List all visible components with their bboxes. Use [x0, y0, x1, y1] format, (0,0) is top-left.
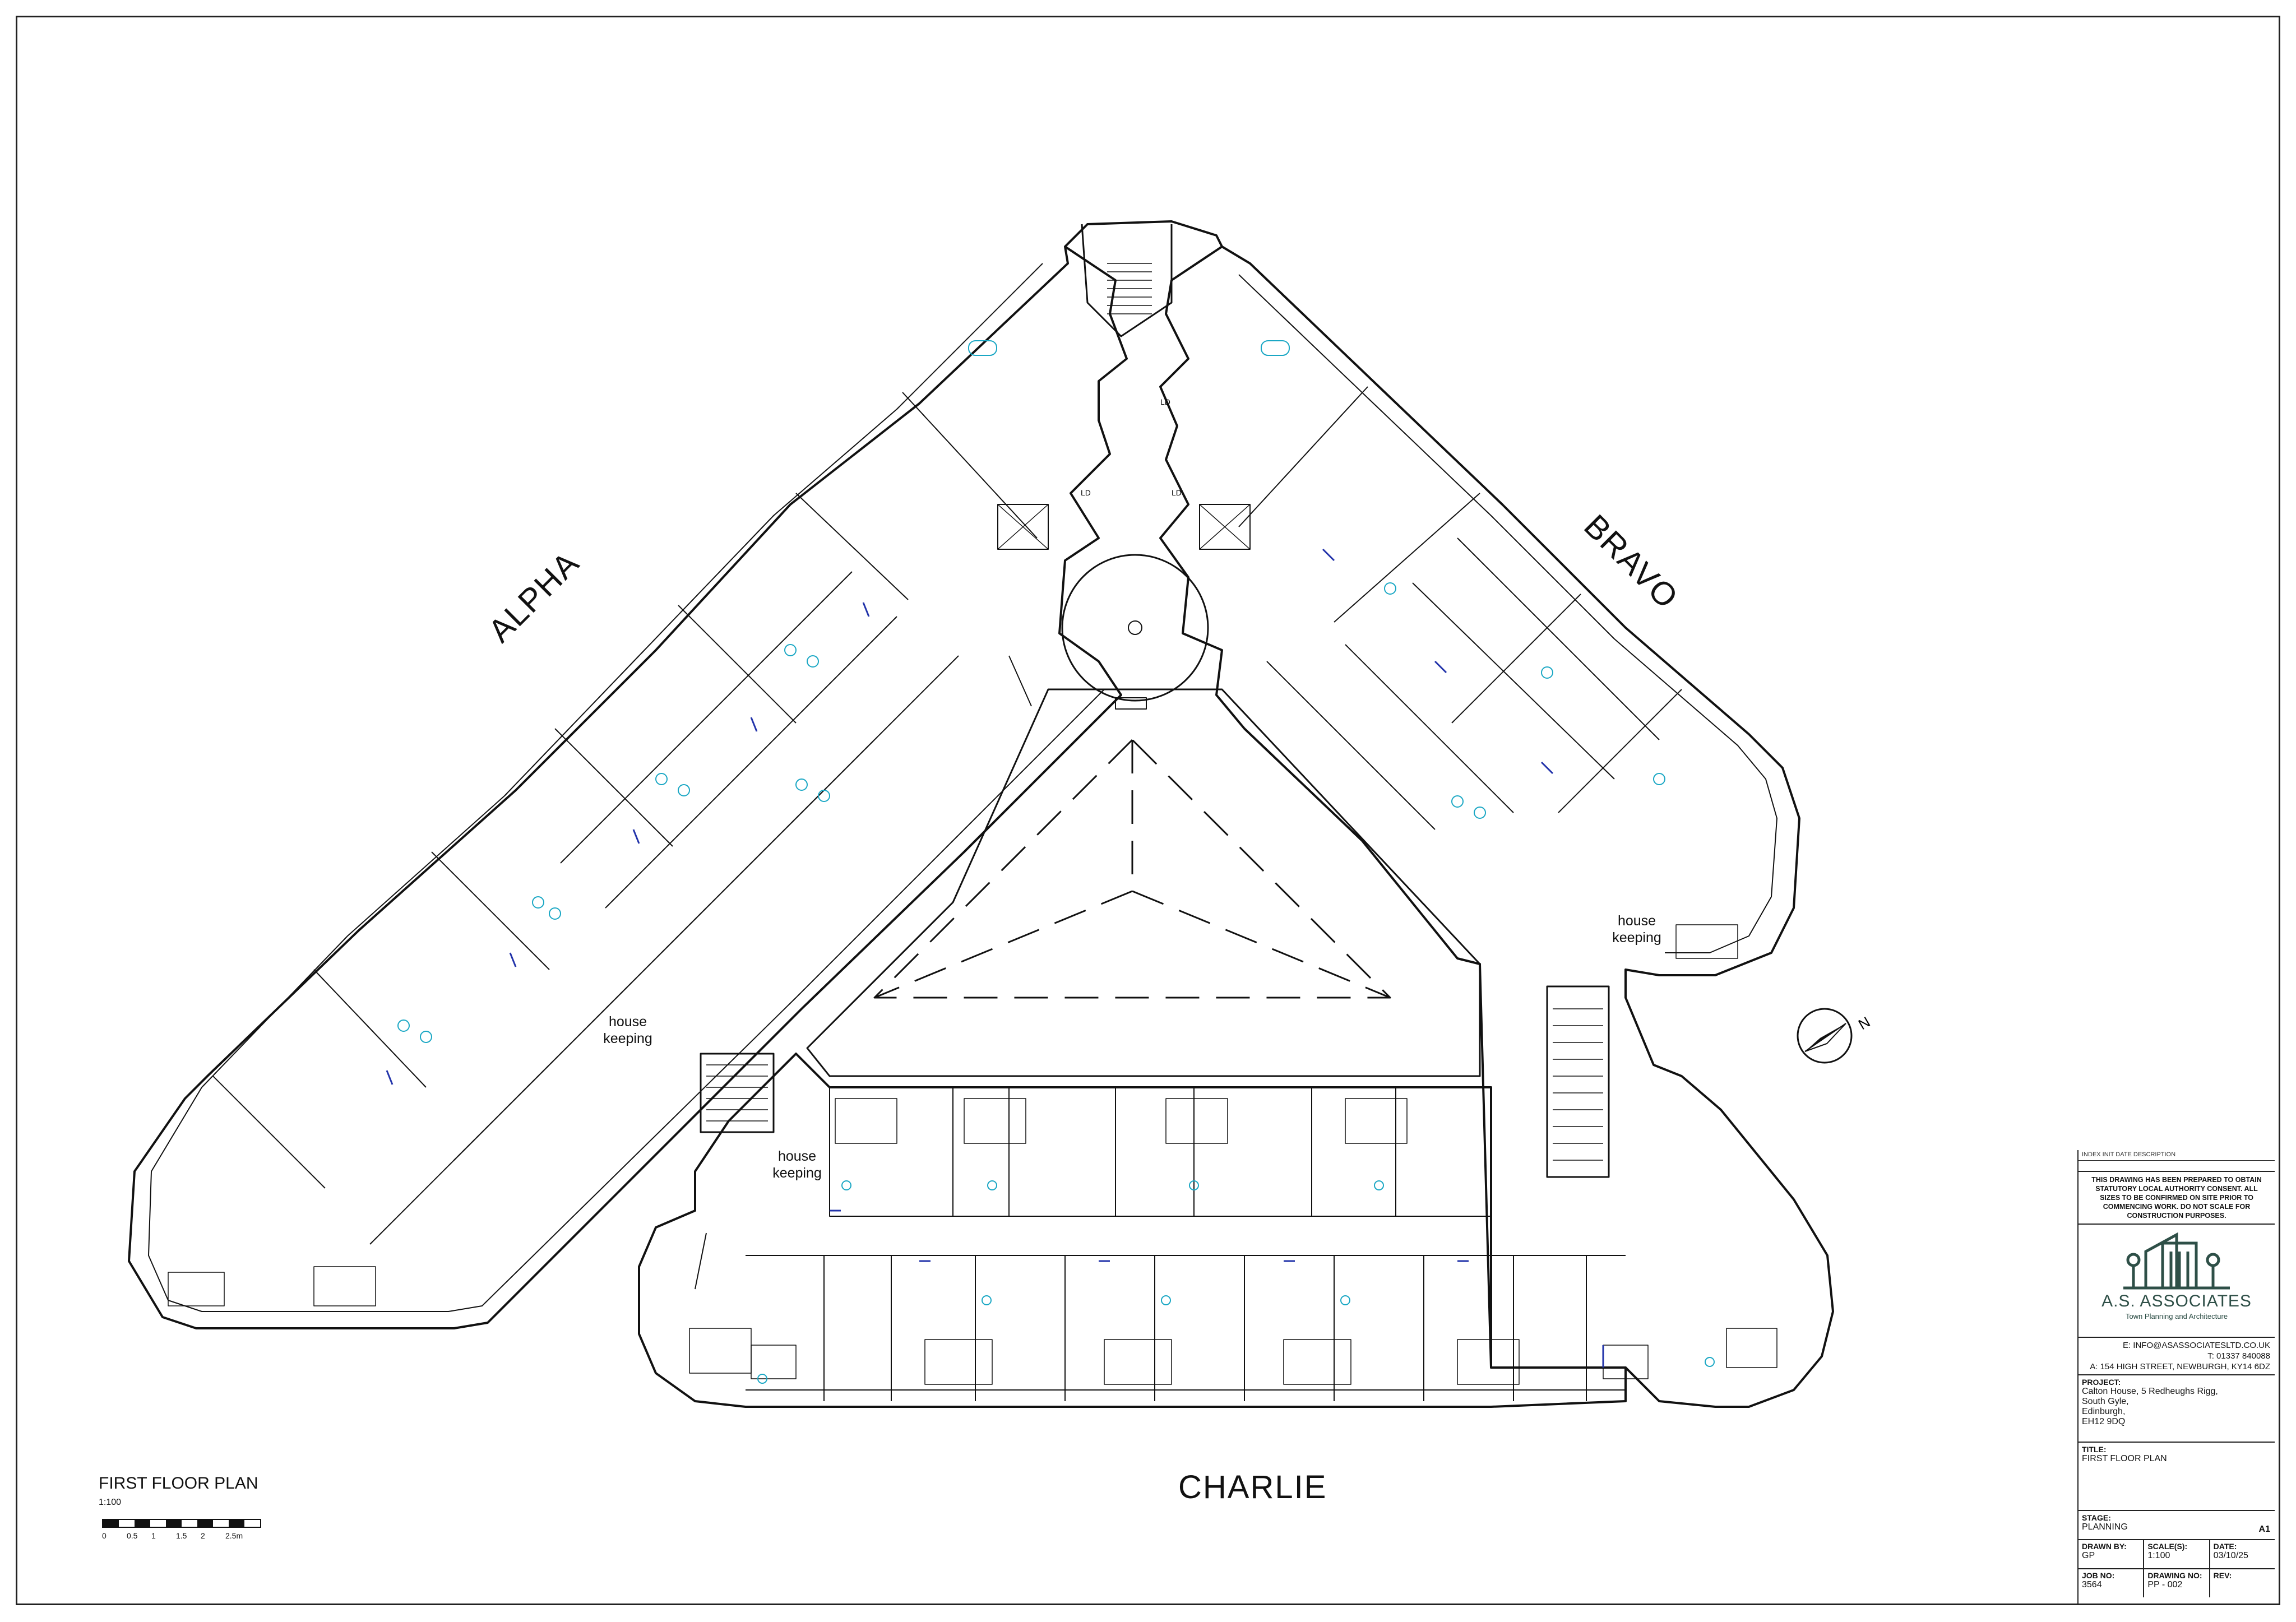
plan-title: FIRST FLOOR PLAN: [99, 1474, 258, 1493]
company-logo: A.S. ASSOCIATES Town Planning and Archit…: [2079, 1225, 2275, 1338]
scale-tick: 1.5: [176, 1531, 187, 1540]
company-tagline: Town Planning and Architecture: [2125, 1312, 2228, 1320]
drawing-info-row-1: DRAWN BY:GP SCALE(S):1:100 DATE:03/10/25: [2079, 1540, 2275, 1569]
title-block: INDEX INIT DATE DESCRIPTION THIS DRAWING…: [2077, 1150, 2275, 1605]
scale-bar: 0 0.5 1 1.5 2 2.5m: [102, 1519, 270, 1540]
drawing-border: [16, 16, 2280, 1605]
charlie-wing-inner: [695, 1087, 1626, 1391]
phone: T: 01337 840088: [2207, 1351, 2270, 1361]
alpha-wing-outer: [128, 220, 1223, 1329]
rooflight: [873, 739, 1391, 999]
north-arrow: [1797, 1008, 1853, 1064]
housekeeping-label: house keeping: [1612, 913, 1661, 946]
plan-title-block: FIRST FLOOR PLAN 1:100: [99, 1474, 258, 1508]
company-name: A.S. ASSOCIATES: [2101, 1292, 2252, 1310]
charlie-wing-outer: [638, 1053, 1627, 1408]
wing-label-charlie: CHARLIE: [1178, 1469, 1327, 1505]
sheet-size: A1: [2258, 1524, 2270, 1534]
project-section: PROJECT: Calton House, 5 Redheughs Rigg,…: [2079, 1375, 2275, 1443]
scale-tick: 0.5: [127, 1531, 138, 1540]
email: E: INFO@ASASSOCIATESLTD.CO.UK: [2122, 1341, 2270, 1350]
housekeeping-label: house keeping: [772, 1148, 822, 1181]
contact-details: E: INFO@ASASSOCIATESLTD.CO.UK T: 01337 8…: [2079, 1338, 2275, 1375]
buildings-icon: [2123, 1232, 2230, 1290]
bravo-wing-outer: [1159, 245, 1834, 1408]
courtyard: [806, 688, 1481, 1077]
scale-tick: 2: [201, 1531, 205, 1540]
revision-header: INDEX INIT DATE DESCRIPTION: [2079, 1150, 2275, 1161]
door-tag-ld: LD: [1160, 397, 1170, 406]
scale-tick: 1: [151, 1531, 156, 1540]
bravo-wing-inner: [1238, 274, 1777, 953]
address: A: 154 HIGH STREET, NEWBURGH, KY14 6DZ: [2090, 1362, 2270, 1371]
disclaimer: THIS DRAWING HAS BEEN PREPARED TO OBTAIN…: [2079, 1171, 2275, 1225]
title-section: TITLE: FIRST FLOOR PLAN: [2079, 1443, 2275, 1511]
alpha-wing-inner: [148, 263, 1105, 1312]
housekeeping-label: house keeping: [603, 1014, 652, 1046]
scale-tick: 0: [102, 1531, 107, 1540]
plan-scale: 1:100: [99, 1498, 122, 1507]
door-tag-ld: LD: [1172, 488, 1182, 497]
stage-section: STAGE: PLANNING A1: [2079, 1511, 2275, 1540]
north-label: N: [1855, 1013, 1873, 1033]
door-tag-ld: LD: [1081, 488, 1091, 497]
drawing-info-row-2: JOB NO:3564 DRAWING NO:PP - 002 REV:: [2079, 1569, 2275, 1597]
scale-tick: 2.5m: [225, 1531, 243, 1540]
